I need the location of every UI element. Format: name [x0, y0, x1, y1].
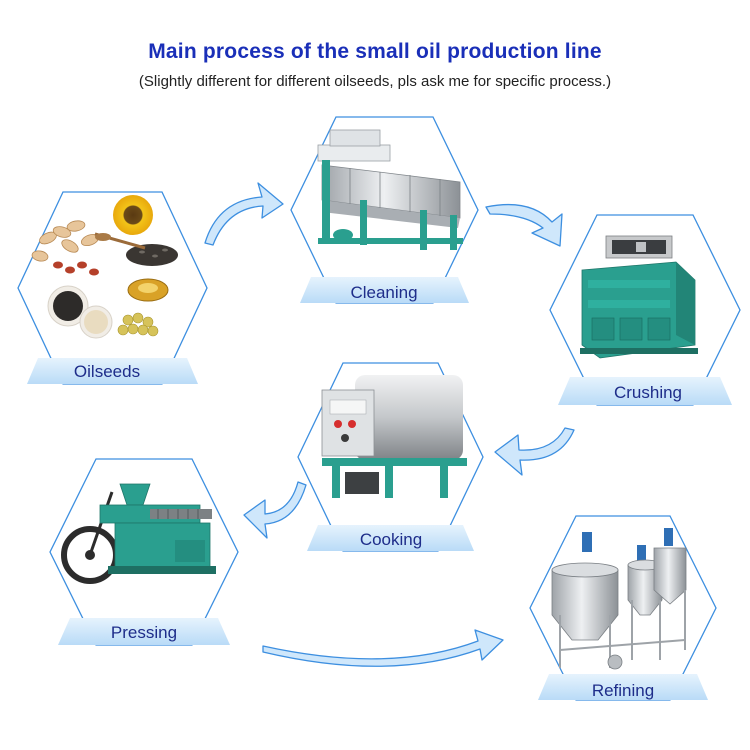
pressing-machine-image [61, 483, 216, 584]
cooking-machine-image [321, 375, 467, 498]
arrow-cooking-to-pressing [243, 481, 307, 539]
step-oilseeds: Oilseeds [17, 191, 208, 385]
label-bar [307, 525, 474, 551]
flow-arrows [204, 182, 575, 667]
page-title: Main process of the small oil production… [148, 40, 602, 63]
arrow-cleaning-to-crushing [485, 203, 563, 247]
hexagon-frame [17, 191, 208, 385]
step-crushing: Crushing [549, 214, 741, 406]
step-cooking: Cooking [297, 362, 484, 552]
label-bar [27, 358, 198, 384]
page-subtitle: (Slightly different for different oilsee… [138, 73, 612, 90]
cleaning-machine-image [317, 129, 463, 250]
label-bar [300, 277, 469, 303]
label-bar [538, 674, 708, 700]
step-refining: Refining [529, 515, 717, 701]
arrow-oilseeds-to-cleaning [204, 182, 284, 246]
label-bar [558, 377, 732, 405]
refining-machine-image [551, 528, 687, 670]
crushing-machine-image [580, 235, 698, 359]
arrow-crushing-to-cooking [494, 427, 575, 476]
step-label-refining: Refining [592, 681, 654, 700]
step-label-crushing: Crushing [614, 383, 682, 402]
step-cleaning: Cleaning [290, 116, 479, 304]
arrow-pressing-to-refining [262, 629, 504, 667]
step-pressing: Pressing [49, 458, 239, 646]
step-label-oilseeds: Oilseeds [74, 362, 140, 381]
label-bar [58, 618, 230, 645]
oilseeds-image [31, 195, 178, 339]
step-label-cooking: Cooking [360, 530, 422, 549]
step-label-cleaning: Cleaning [350, 283, 417, 302]
step-label-pressing: Pressing [111, 623, 177, 642]
